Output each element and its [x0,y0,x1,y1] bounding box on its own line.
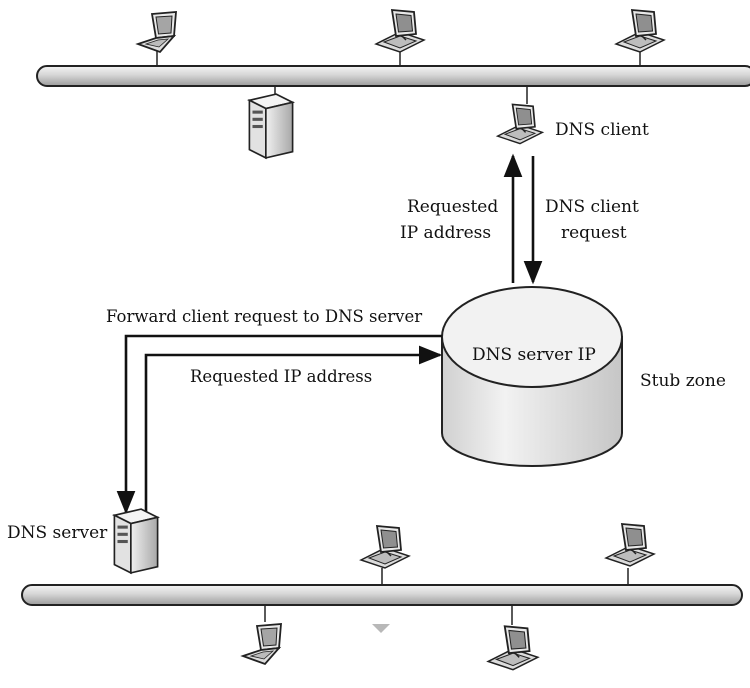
cylinder-database-icon [441,286,623,467]
server-tower-icon [248,93,294,159]
desktop-icon [615,9,665,53]
desktop-icon [487,625,539,671]
stub-zone-label: Stub zone [640,371,726,391]
desktop-icon [360,525,410,569]
forward-request-arrow [116,334,442,515]
desktop-icon [605,523,655,567]
requested-ip-label-line2: IP address [400,223,491,243]
top-network-bus [36,65,750,87]
down-triangle-icon [372,624,390,633]
dns-client-label: DNS client [555,120,649,140]
client-request-label-line2: request [561,223,627,243]
dns-server-label: DNS server [7,523,108,543]
forward-request-label: Forward client request to DNS server [106,307,422,326]
laptop-icon [137,11,177,53]
desktop-icon [375,9,425,53]
dns-client-desktop-icon [496,103,544,145]
bottom-network-bus [21,584,743,606]
requested-ip-return-arrow [144,345,443,512]
requested-ip-label-line1: Requested [407,197,498,217]
laptop-icon [242,623,282,665]
dns-server-tower-icon [113,508,159,574]
dns-server-ip-label: DNS server IP [472,345,596,365]
client-request-label-line1: DNS client [545,197,639,217]
requested-ip-address-label: Requested IP address [190,367,372,386]
